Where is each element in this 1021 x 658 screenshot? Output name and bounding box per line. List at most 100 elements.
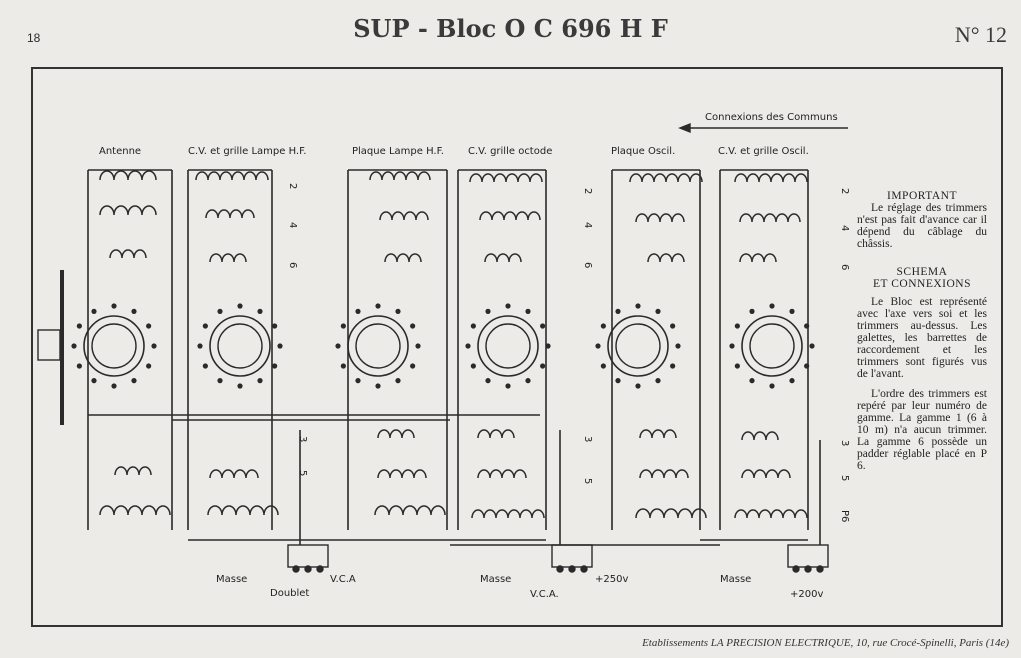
- important-text: Le réglage des trimmers n'est pas fait d…: [857, 202, 987, 250]
- page-number: 18: [27, 31, 41, 45]
- coil: [639, 429, 677, 439]
- label-cv-grille-octode: C.V. grille octode: [468, 146, 552, 157]
- range-number: 3: [839, 440, 850, 446]
- coil: [195, 171, 269, 181]
- label-vca-1: V.C.A: [330, 574, 356, 585]
- wafer-contact: [485, 308, 491, 314]
- wafer-contact: [595, 343, 601, 349]
- coil: [374, 505, 446, 516]
- wafer-contact: [505, 383, 511, 389]
- wafer-contact: [804, 323, 810, 329]
- wafer-contact: [146, 363, 152, 369]
- wafer-contact: [769, 383, 775, 389]
- range-number: 2: [287, 183, 298, 189]
- coil: [377, 429, 415, 439]
- wafer-contact: [111, 303, 117, 309]
- wafer-contact: [734, 323, 740, 329]
- sheet-number: N° 12: [954, 22, 1007, 47]
- wafer-contact: [540, 363, 546, 369]
- wafer-core: [217, 323, 263, 369]
- terminal-pin: [816, 565, 824, 573]
- wafer-contact: [485, 378, 491, 384]
- range-number: 5: [297, 470, 308, 476]
- wafer-contact: [91, 378, 97, 384]
- terminal-pin: [292, 565, 300, 573]
- terminal-pin: [556, 565, 564, 573]
- wafer-contact: [635, 303, 641, 309]
- label-masse-1: Masse: [216, 574, 247, 585]
- label-masse-3: Masse: [720, 574, 751, 585]
- wafer-contact: [729, 343, 735, 349]
- schema-title-2: ET CONNEXIONS: [873, 278, 971, 290]
- range-number: 3: [582, 436, 593, 442]
- wafer-contact: [272, 363, 278, 369]
- wafer-contact: [410, 323, 416, 329]
- coil: [109, 249, 147, 259]
- coil: [477, 429, 515, 439]
- wafer-contact: [525, 378, 531, 384]
- coil: [479, 211, 541, 221]
- wafer-contact: [131, 378, 137, 384]
- label-cv-grille-hf: C.V. et grille Lampe H.F.: [188, 146, 306, 157]
- range-number: 6: [287, 262, 298, 268]
- coil: [205, 209, 255, 219]
- label-cv-grille-oscil: C.V. et grille Oscil.: [718, 146, 809, 157]
- wafer-ring: [741, 315, 803, 377]
- wafer-contact: [670, 323, 676, 329]
- wafer-core: [749, 323, 795, 369]
- coil: [739, 213, 801, 223]
- wafer-contact: [217, 378, 223, 384]
- wafer-ring: [209, 315, 271, 377]
- wafer-contact: [410, 363, 416, 369]
- coil: [477, 469, 527, 479]
- wafer-contact: [151, 343, 157, 349]
- coil: [635, 213, 685, 223]
- wafer-contact: [804, 363, 810, 369]
- wafer-contact: [71, 343, 77, 349]
- range-number: 3: [297, 436, 308, 442]
- wafer-contact: [146, 323, 152, 329]
- wafer-contact: [415, 343, 421, 349]
- wafer-contact: [217, 308, 223, 314]
- terminal-pin: [792, 565, 800, 573]
- footer-address: Etablissements LA PRECISION ELECTRIQUE, …: [642, 637, 1009, 649]
- wafer-contact: [635, 383, 641, 389]
- coil: [99, 205, 157, 216]
- wafer-contact: [355, 378, 361, 384]
- wafer-contact: [655, 308, 661, 314]
- wafer-contact: [789, 308, 795, 314]
- wafer-contact: [600, 363, 606, 369]
- wafer-contact: [395, 378, 401, 384]
- wafer-contact: [76, 363, 82, 369]
- wafer-contact: [809, 343, 815, 349]
- range-number: 4: [582, 222, 593, 228]
- coil: [99, 170, 157, 181]
- label-200v: +200v: [790, 589, 823, 600]
- wafer-contact: [277, 343, 283, 349]
- important-title: IMPORTANT: [887, 190, 957, 202]
- wafer-contact: [734, 363, 740, 369]
- wafer-contact: [355, 308, 361, 314]
- label-plaque-oscil: Plaque Oscil.: [611, 146, 675, 157]
- label-vca-2: V.C.A.: [530, 589, 559, 600]
- page-title: SUP - Bloc O C 696 H F: [353, 14, 668, 43]
- wafer-contact: [749, 378, 755, 384]
- label-masse-2: Masse: [480, 574, 511, 585]
- coil: [369, 171, 431, 181]
- label-commons: Connexions des Communs: [705, 112, 838, 123]
- label-250v: +250v: [595, 574, 628, 585]
- wafer-contact: [375, 303, 381, 309]
- wafer-contact: [131, 308, 137, 314]
- wafer-contact: [395, 308, 401, 314]
- wafer-contact: [340, 323, 346, 329]
- wafer-contact: [111, 383, 117, 389]
- wafer-contact: [470, 363, 476, 369]
- wafer-contact: [655, 378, 661, 384]
- coil: [629, 173, 703, 183]
- range-number: 2: [582, 188, 593, 194]
- wafer-contact: [769, 303, 775, 309]
- wafer-ring: [83, 315, 145, 377]
- wafer-contact: [505, 303, 511, 309]
- coil: [647, 253, 685, 263]
